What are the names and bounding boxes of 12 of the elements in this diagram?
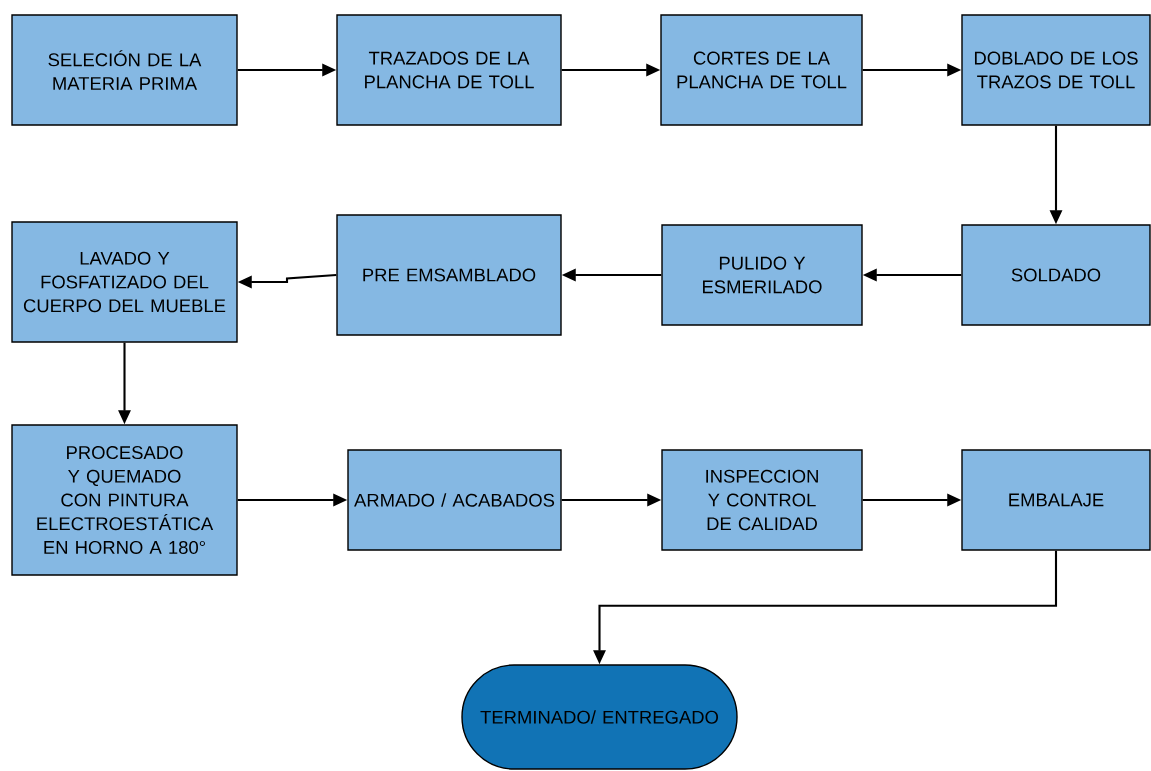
process-box: LAVADO Y FOSFATIZADO DEL CUERPO DEL MUEBLE (11, 221, 238, 343)
process-box: SOLDADO (961, 224, 1151, 326)
process-box: PROCESADO Y QUEMADO CON PINTURA ELECTROESTÁTICA EN HORNO A 180° (11, 424, 238, 576)
process-box: CORTES DE LA PLANCHA DE TOLL (660, 14, 863, 126)
process-box: PRE EMSAMBLADO (336, 214, 562, 336)
process-box: PULIDO Y ESMERILADO (661, 224, 863, 326)
process-box: DOBLADO DE LOS TRAZOS DE TOLL (961, 14, 1151, 126)
process-box: ARMADO / ACABADOS (347, 449, 562, 551)
process-box: EMBALAJE (961, 449, 1151, 551)
process-box: SELECIÓN DE LA MATERIA PRIMA (11, 14, 238, 126)
process-box: TRAZADOS DE LA PLANCHA DE TOLL (336, 14, 562, 126)
process-box: INSPECCION Y CONTROL DE CALIDAD (661, 449, 863, 551)
